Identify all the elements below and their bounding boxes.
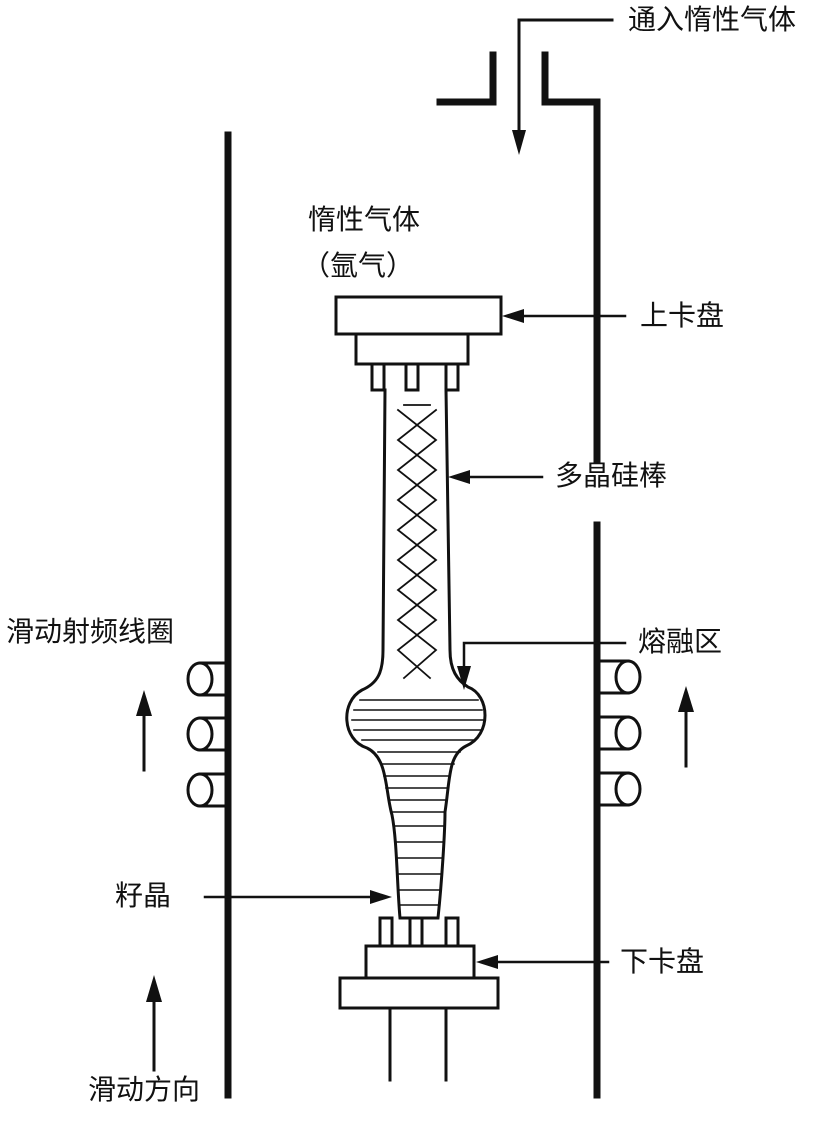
lower-chuck-pin-3 <box>444 916 460 948</box>
inert-gas-label: 惰性气体 <box>308 203 421 236</box>
rf-coil-right <box>595 659 642 807</box>
upper-chuck-plate <box>334 295 503 336</box>
lower-chuck-pin-1 <box>378 916 394 948</box>
upper-chuck-arrowhead <box>502 309 524 323</box>
seed-arrowhead <box>370 890 392 904</box>
upper-chuck-pin-3 <box>444 362 460 392</box>
gas-inlet-pipe-left <box>436 51 497 106</box>
lower-chuck-plate <box>338 976 500 1010</box>
coil-up-arrowhead-left <box>136 690 152 716</box>
melt-zone-arrowhead <box>457 666 471 690</box>
lower-chuck-pin-2 <box>408 916 424 948</box>
rod-outline <box>345 388 487 920</box>
lower-chuck-arrowhead <box>476 955 498 969</box>
slide-direction-label: 滑动方向 <box>88 1073 201 1106</box>
poly-rod-label: 多晶硅棒 <box>555 459 668 492</box>
rod-crosshatch <box>396 404 438 680</box>
upper-chuck-label: 上卡盘 <box>640 299 725 332</box>
argon-label: （氩气） <box>302 249 415 282</box>
upper-chuck-pin-1 <box>370 362 386 392</box>
poly-rod-arrowhead <box>448 470 470 484</box>
seed-crystal-label: 籽晶 <box>115 879 172 912</box>
gas-inlet-arrowhead <box>512 130 526 155</box>
slide-direction-arrowhead <box>146 975 162 1002</box>
rf-coil-label: 滑动射频线圈 <box>6 615 175 648</box>
coil-up-arrowhead-right <box>678 686 694 712</box>
gas-inlet-label: 通入惰性气体 <box>628 3 797 36</box>
upper-chuck-body <box>354 332 470 366</box>
melt-zone-hatching <box>351 699 485 906</box>
rf-coil-left <box>186 661 230 808</box>
lower-chuck-body <box>364 944 476 980</box>
chamber-right-wall-upper <box>541 51 601 464</box>
lower-chuck-label: 下卡盘 <box>620 945 705 978</box>
melt-zone-label: 熔融区 <box>638 625 723 658</box>
melt-zone-arrow <box>462 641 627 670</box>
upper-chuck-pin-2 <box>404 362 420 392</box>
